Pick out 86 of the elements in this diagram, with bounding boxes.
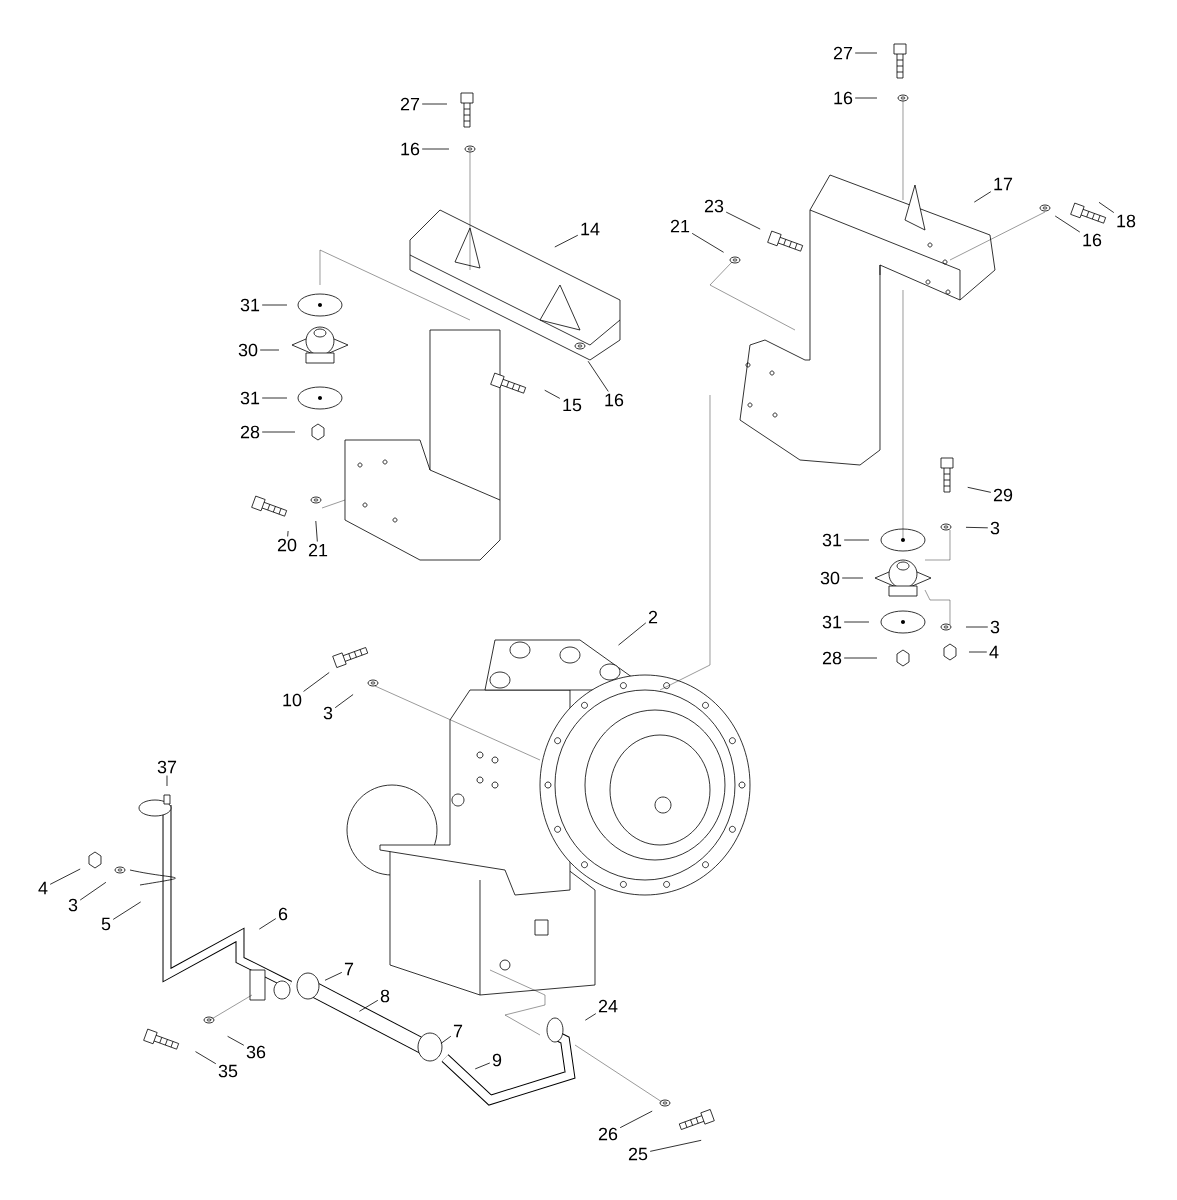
leader-line bbox=[725, 211, 761, 230]
leader-line bbox=[261, 431, 296, 433]
callout-number: 31 bbox=[822, 533, 842, 547]
callout-number: 37 bbox=[157, 760, 177, 774]
leader-line bbox=[440, 1035, 452, 1044]
leader-line bbox=[967, 486, 992, 493]
leader-line bbox=[691, 232, 724, 253]
leader-line bbox=[79, 881, 107, 901]
leader-line bbox=[261, 397, 288, 399]
leader-line bbox=[258, 918, 277, 930]
callout-number: 31 bbox=[240, 391, 260, 405]
callout-number: 15 bbox=[563, 398, 582, 412]
callout-number: 30 bbox=[238, 343, 258, 357]
leader-line bbox=[854, 52, 878, 54]
callout-number: 23 bbox=[704, 199, 724, 213]
callout-number: 21 bbox=[670, 219, 690, 233]
leader-line bbox=[619, 1110, 653, 1129]
leader-line bbox=[544, 389, 561, 399]
leader-line bbox=[421, 148, 450, 150]
leader-line bbox=[843, 621, 870, 623]
callout-number: 28 bbox=[822, 651, 842, 665]
leader-line bbox=[261, 304, 288, 306]
leader-line bbox=[324, 972, 343, 981]
callout-number: 28 bbox=[240, 425, 260, 439]
leader-line bbox=[843, 657, 878, 659]
leader-line bbox=[421, 103, 448, 105]
callout-number: 18 bbox=[1117, 214, 1136, 228]
leader-line bbox=[195, 1051, 217, 1065]
callout-number: 7 bbox=[453, 1024, 463, 1038]
callout-number: 16 bbox=[401, 142, 420, 156]
callout-number: 30 bbox=[820, 571, 840, 585]
callout-number: 10 bbox=[283, 693, 302, 707]
callout-number: 21 bbox=[308, 543, 328, 557]
callout-number: 26 bbox=[598, 1127, 618, 1141]
callout-number: 3 bbox=[323, 706, 333, 720]
leader-line bbox=[359, 999, 379, 1012]
callout-number: 25 bbox=[628, 1147, 648, 1161]
callout-number: 17 bbox=[994, 177, 1013, 191]
callout-number: 5 bbox=[101, 917, 111, 931]
leader-line bbox=[841, 577, 864, 579]
leader-line bbox=[649, 1139, 702, 1152]
callout-number: 3 bbox=[990, 521, 1000, 535]
callout-number: 35 bbox=[218, 1064, 238, 1078]
callout-number: 7 bbox=[344, 962, 354, 976]
leader-line bbox=[618, 622, 647, 646]
leader-line bbox=[334, 694, 354, 709]
leader-line bbox=[965, 526, 989, 529]
callout-number: 8 bbox=[380, 989, 390, 1003]
callout-number: 36 bbox=[246, 1045, 266, 1059]
callout-number: 4 bbox=[38, 881, 48, 895]
leader-line bbox=[843, 539, 870, 541]
leader-line bbox=[1054, 215, 1081, 233]
leader-line bbox=[587, 360, 609, 392]
leader-line bbox=[166, 775, 168, 787]
callout-number: 16 bbox=[1083, 233, 1102, 247]
leader-line bbox=[259, 349, 280, 351]
leader-line bbox=[584, 1013, 597, 1021]
callout-number: 20 bbox=[277, 538, 297, 552]
leader-line bbox=[49, 868, 81, 885]
callout-number: 29 bbox=[993, 488, 1013, 502]
leader-line bbox=[1098, 201, 1115, 213]
leader-line bbox=[227, 1035, 245, 1046]
leader-line bbox=[112, 901, 142, 920]
leader-line bbox=[554, 234, 579, 248]
callout-number: 16 bbox=[834, 91, 853, 105]
callout-number: 3 bbox=[68, 898, 78, 912]
callout-number: 4 bbox=[989, 645, 999, 659]
leader-line bbox=[474, 1062, 491, 1070]
callout-number: 6 bbox=[278, 907, 288, 921]
callout-number: 16 bbox=[605, 393, 624, 407]
callout-number: 24 bbox=[598, 999, 618, 1013]
leader-line bbox=[315, 520, 318, 542]
callout-number: 9 bbox=[492, 1053, 502, 1067]
leader-line bbox=[973, 191, 992, 203]
leader-line bbox=[854, 97, 878, 99]
callout-number: 31 bbox=[240, 298, 260, 312]
callout-number: 14 bbox=[581, 222, 600, 236]
callout-number: 31 bbox=[822, 615, 842, 629]
callout-number: 27 bbox=[400, 97, 420, 111]
leader-line bbox=[303, 672, 330, 692]
leader-line bbox=[965, 626, 989, 628]
callout-number: 2 bbox=[648, 610, 658, 624]
callout-number: 3 bbox=[990, 620, 1000, 634]
callout-number: 27 bbox=[833, 46, 853, 60]
leader-line bbox=[968, 651, 988, 653]
leader-line bbox=[287, 530, 289, 537]
